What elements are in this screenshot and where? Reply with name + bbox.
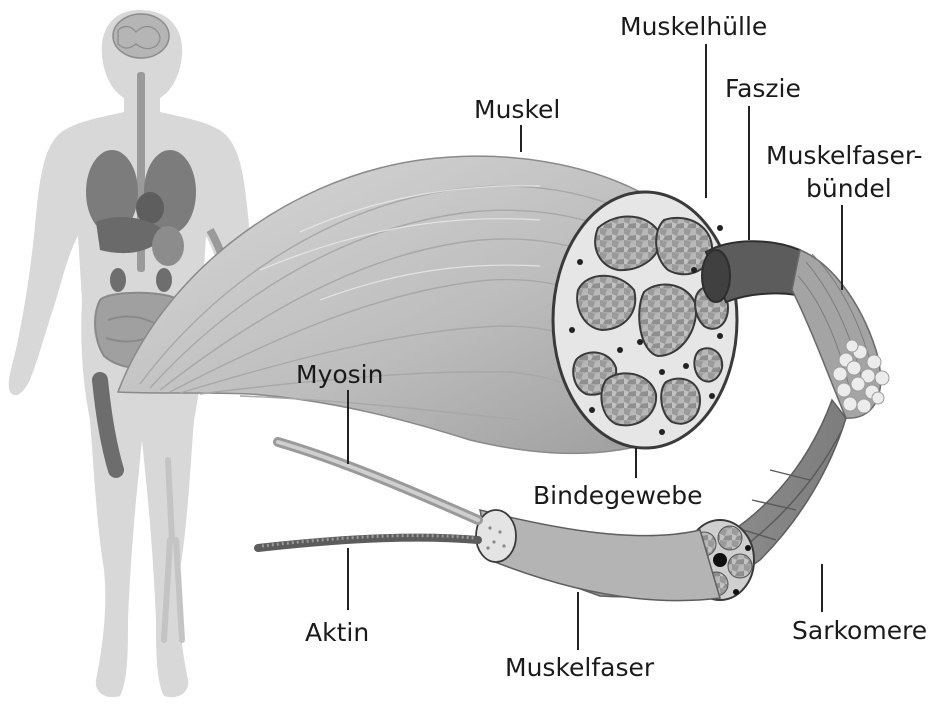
label-muskelfaser: Muskelfaser — [505, 653, 654, 683]
label-muskel: Muskel — [474, 95, 560, 125]
label-muskelfaserbuendel-line2: bündel — [806, 174, 892, 204]
label-sarkomere: Sarkomere — [792, 616, 927, 646]
kidney-right-icon — [156, 268, 172, 292]
muscle-cross-section — [553, 192, 737, 448]
brain-icon — [113, 14, 169, 58]
label-bindegewebe: Bindegewebe — [533, 481, 703, 511]
label-faszie: Faszie — [725, 74, 801, 104]
actin-filament — [258, 536, 478, 548]
heart-icon — [136, 192, 164, 224]
myofibril-strand — [480, 510, 720, 601]
label-aktin: Aktin — [305, 618, 369, 648]
label-myosin: Myosin — [296, 360, 383, 390]
kidney-left-icon — [110, 268, 126, 292]
stomach-icon — [152, 226, 184, 266]
label-muskelhuelle: Muskelhülle — [620, 12, 767, 42]
label-muskelfaserbuendel-line1: Muskelfaser- — [766, 141, 923, 171]
myosin-filament — [278, 442, 478, 520]
